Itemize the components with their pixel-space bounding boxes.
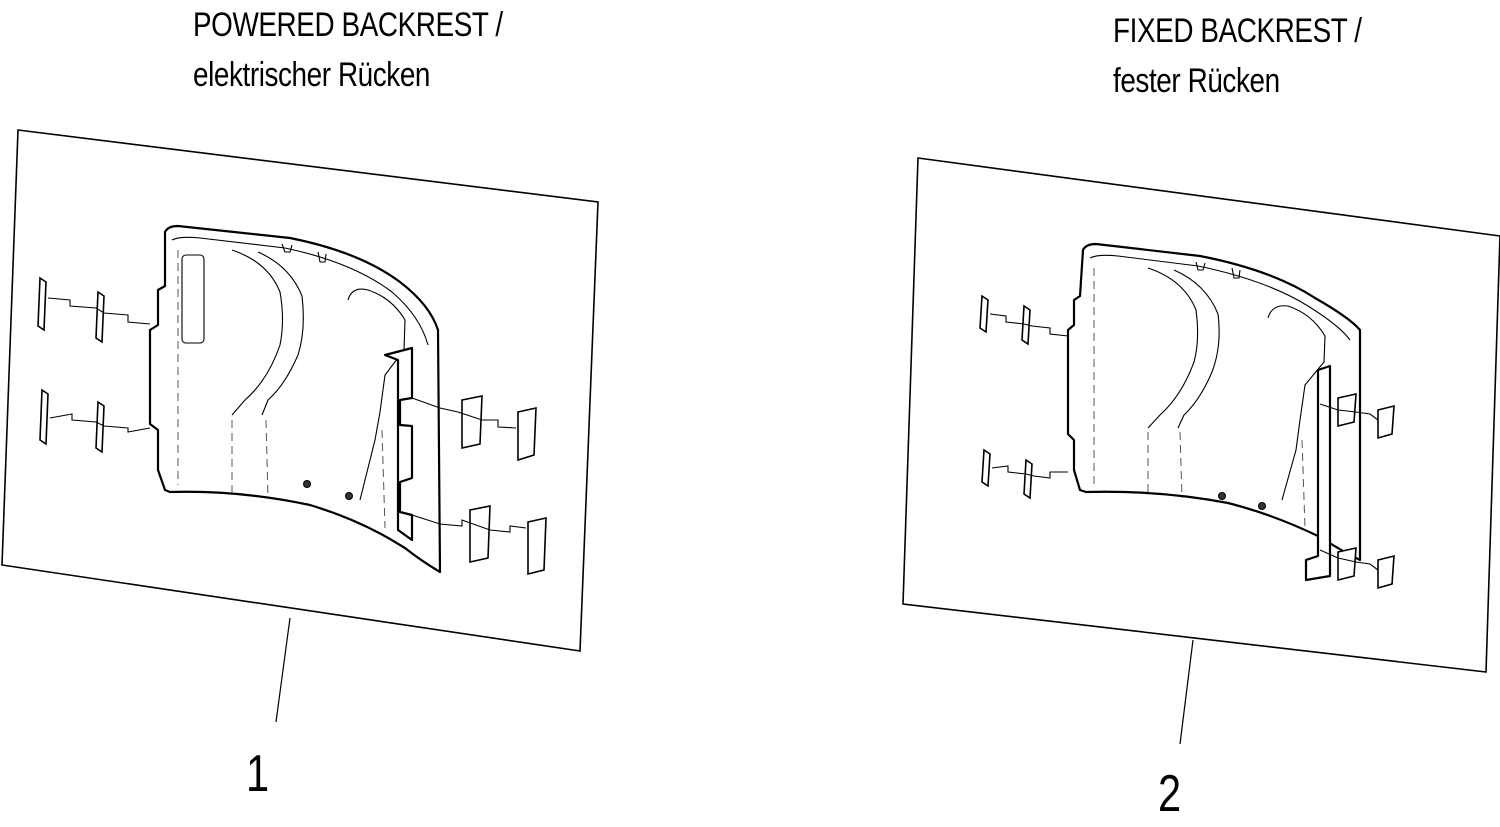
view-2-shell-hidden-line-4 [1301,439,1306,529]
view-1-right-fasteners [411,395,547,576]
view-2-title-line2: fester Rücken [1113,62,1280,100]
view-1-backrest-shell [148,224,442,574]
view-1-clip-upper-link [47,297,151,325]
view-2-right-fasteners [1319,392,1395,590]
view-2-clip-right-lower-inner [1337,546,1357,582]
view-1-clip-upper-outer [37,276,47,332]
view-2-shell-recess [1267,305,1326,501]
view-1-clip-right-lower-link [411,514,527,533]
view-1-mount-hole-1 [303,480,311,488]
view-2-title-line1: FIXED BACKREST / [1113,12,1362,50]
view-1-shell-recess [347,288,406,501]
view-1-top-notch-1 [281,243,293,253]
view-1-mount-hole-2 [345,492,353,500]
view-1-shell-hidden-line-4 [381,429,386,529]
view-1-clip-upper-inner [95,290,105,344]
view-2-clip-upper-link [989,313,1069,337]
view-2-clip-lower-inner [1023,458,1033,500]
view-1-shell-channel-right [257,251,304,416]
view-1-control-slot [181,254,205,344]
view-1-leader-line [275,617,291,723]
view-1-shell-top-edge [171,236,429,346]
view-1-clip-right-lower-inner [469,505,491,563]
view-1-top-notch-2 [317,251,327,263]
view-1-clip-lower-outer [39,388,49,446]
view-2-clip-upper-outer [979,294,989,334]
view-2-illustration [902,157,1500,745]
view-2-clip-right-lower-outer [1377,554,1395,590]
view-2-title: FIXED BACKREST / fester Rücken [1113,6,1362,106]
view-2-shell-hidden-line-3 [1179,431,1183,499]
view-2-clip-lower-outer [981,448,991,488]
view-1-title-line1: POWERED BACKREST / [193,6,503,44]
view-2-shell-channel-left [1147,267,1199,429]
view-2-top-notch-2 [1231,267,1241,279]
view-1-clip-right-upper-link [411,397,517,429]
view-2-clip-right-upper-link [1319,403,1379,421]
view-1-callout-number: 1 [246,745,270,803]
view-1-clip-lower-inner [95,400,105,454]
view-1-left-fasteners [37,276,151,454]
view-2-top-notch-1 [1195,261,1206,271]
view-2-mount-hole-1 [1218,492,1226,500]
view-2-backrest-shell [1066,242,1362,582]
view-2-mount-hole-2 [1258,502,1266,510]
view-1-right-bracket [383,346,414,542]
view-2-right-bracket [1304,364,1332,582]
view-2-leader-line [1179,639,1194,745]
view-2-clip-right-upper-outer [1377,404,1395,440]
view-2-shell-channel-right [1173,269,1220,429]
view-1-shell-hidden-line-3 [265,419,269,499]
view-1-clip-lower-link [49,413,151,433]
view-1-clip-right-lower-outer [527,516,547,576]
view-2-callout-number: 2 [1158,765,1182,823]
view-2-clip-lower-link [991,465,1068,479]
view-2-clip-right-upper-inner [1337,392,1357,428]
view-1-shell-outline [148,224,442,574]
view-1-title-line2: elektrischer Rücken [193,56,431,94]
view-1-shell-channel-left [231,249,284,416]
view-1-illustration [1,129,599,723]
view-2-shell-top-edge [1089,254,1351,341]
view-2-clip-right-lower-link [1319,549,1379,571]
view-2-left-fasteners [979,294,1069,500]
view-1-clip-right-upper-outer [517,406,537,462]
view-1-title: POWERED BACKREST / elektrischer Rücken [193,0,503,100]
view-1-clip-right-upper-inner [461,395,483,449]
